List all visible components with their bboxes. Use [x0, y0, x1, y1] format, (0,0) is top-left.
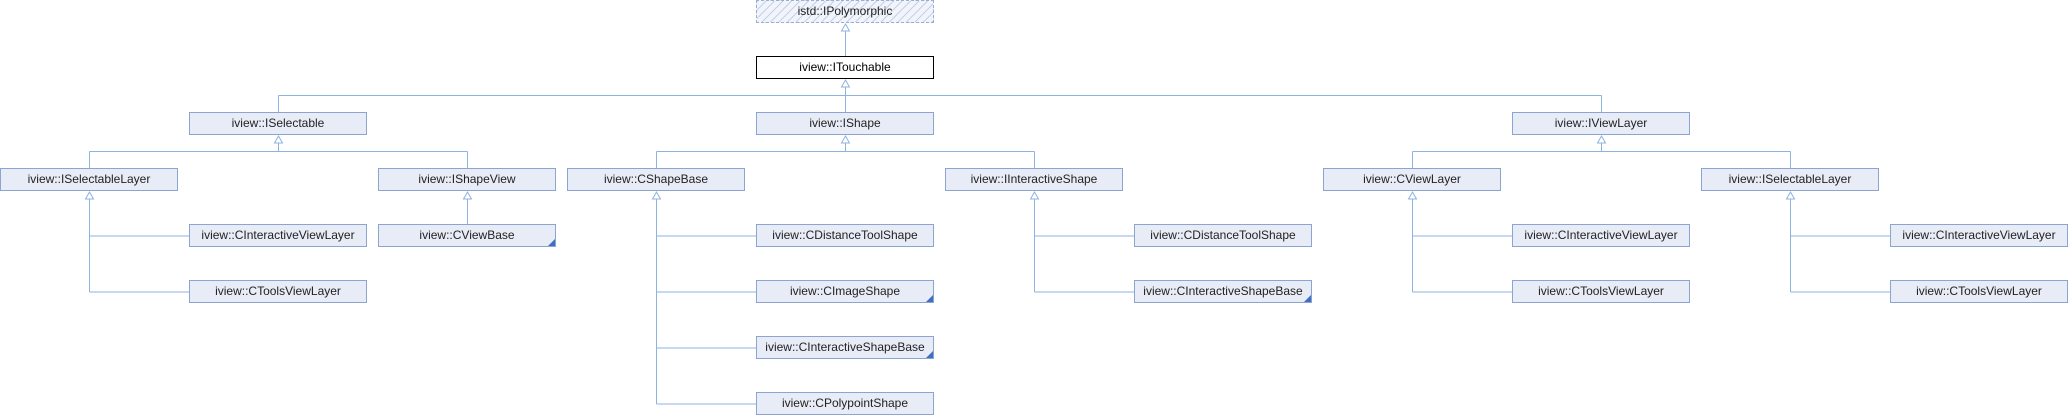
class-node-iselectablelayer-b[interactable]: iview::ISelectableLayer	[1701, 168, 1879, 191]
inheritance-arrowhead-icon	[840, 134, 851, 144]
class-node-label: iview::CInteractiveShapeBase	[765, 340, 925, 354]
class-node-label: iview::ISelectableLayer	[27, 172, 151, 186]
class-node-label: iview::CInteractiveShapeBase	[1143, 284, 1303, 298]
class-node-label: iview::CViewBase	[419, 228, 515, 242]
class-node-label: iview::CShapeBase	[603, 172, 709, 186]
class-node-iinteractiveshape[interactable]: iview::IInteractiveShape	[945, 168, 1123, 191]
class-node-label: iview::CViewLayer	[1363, 172, 1461, 186]
class-node-label: iview::CDistanceToolShape	[1150, 228, 1296, 242]
more-subclasses-marker-icon	[548, 239, 555, 246]
inheritance-arrowhead-icon	[840, 22, 851, 32]
class-node-label: iview::IInteractiveShape	[970, 172, 1098, 186]
class-node-cshapebase[interactable]: iview::CShapeBase	[567, 168, 745, 191]
inheritance-arrowhead-icon	[462, 190, 473, 200]
inheritance-arrowhead-icon	[1785, 190, 1796, 200]
class-node-label: iview::CImageShape	[789, 284, 901, 298]
class-node-iselectablelayer-a[interactable]: iview::ISelectableLayer	[0, 168, 178, 191]
class-node-cdistancetoolshape-a[interactable]: iview::CDistanceToolShape	[756, 224, 934, 247]
more-subclasses-marker-icon	[926, 351, 933, 358]
class-node-label: iview::ISelectableLayer	[1728, 172, 1852, 186]
more-subclasses-marker-icon	[1304, 295, 1311, 302]
class-node-label: iview::IShapeView	[418, 172, 516, 186]
class-node-label: iview::ITouchable	[799, 60, 891, 74]
class-node-label: iview::CInteractiveViewLayer	[1524, 228, 1678, 242]
class-node-ishape[interactable]: iview::IShape	[756, 112, 934, 135]
class-node-label: iview::CPolypointShape	[781, 396, 909, 410]
class-node-cpolypointshape[interactable]: iview::CPolypointShape	[756, 392, 934, 415]
class-node-ishapeview[interactable]: iview::IShapeView	[378, 168, 556, 191]
class-node-cdistancetoolshape-b[interactable]: iview::CDistanceToolShape	[1134, 224, 1312, 247]
class-node-cinteractiveviewlayer-c[interactable]: iview::CInteractiveViewLayer	[1890, 224, 2068, 247]
class-node-label: iview::CToolsViewLayer	[1916, 284, 2042, 298]
class-node-iviewlayer[interactable]: iview::IViewLayer	[1512, 112, 1690, 135]
class-node-itouchable[interactable]: iview::ITouchable	[756, 56, 934, 79]
class-node-cinteractiveshapebase-a[interactable]: iview::CInteractiveShapeBase	[756, 336, 934, 359]
class-node-label: iview::ISelectable	[231, 116, 325, 130]
class-node-label: iview::CToolsViewLayer	[1538, 284, 1664, 298]
class-node-label: iview::CDistanceToolShape	[772, 228, 918, 242]
inheritance-arrowhead-icon	[1596, 134, 1607, 144]
inheritance-arrowhead-icon	[273, 134, 284, 144]
class-node-ctoolsviewlayer-c[interactable]: iview::CToolsViewLayer	[1890, 280, 2068, 303]
class-node-label: iview::CInteractiveViewLayer	[201, 228, 355, 242]
class-node-ctoolsviewlayer-a[interactable]: iview::CToolsViewLayer	[189, 280, 367, 303]
inheritance-arrowhead-icon	[1029, 190, 1040, 200]
inheritance-arrowhead-icon	[84, 190, 95, 200]
class-node-label: istd::IPolymorphic	[797, 4, 893, 18]
class-node-label: iview::CToolsViewLayer	[215, 284, 341, 298]
class-node-cinteractiveviewlayer-a[interactable]: iview::CInteractiveViewLayer	[189, 224, 367, 247]
class-node-label: iview::IShape	[809, 116, 881, 130]
more-subclasses-marker-icon	[926, 295, 933, 302]
class-node-label: iview::IViewLayer	[1554, 116, 1648, 130]
class-node-cinteractiveviewlayer-b[interactable]: iview::CInteractiveViewLayer	[1512, 224, 1690, 247]
class-node-iselectable[interactable]: iview::ISelectable	[189, 112, 367, 135]
class-node-label: iview::CInteractiveViewLayer	[1902, 228, 2056, 242]
inheritance-arrowhead-icon	[840, 78, 851, 88]
class-node-cimageshape[interactable]: iview::CImageShape	[756, 280, 934, 303]
class-node-ipolymorphic[interactable]: istd::IPolymorphic	[756, 0, 934, 23]
class-node-cviewlayer[interactable]: iview::CViewLayer	[1323, 168, 1501, 191]
class-node-ctoolsviewlayer-b[interactable]: iview::CToolsViewLayer	[1512, 280, 1690, 303]
inheritance-arrowhead-icon	[1407, 190, 1418, 200]
class-node-cinteractiveshapebase-b[interactable]: iview::CInteractiveShapeBase	[1134, 280, 1312, 303]
inheritance-arrowhead-icon	[651, 190, 662, 200]
class-node-cviewbase[interactable]: iview::CViewBase	[378, 224, 556, 247]
